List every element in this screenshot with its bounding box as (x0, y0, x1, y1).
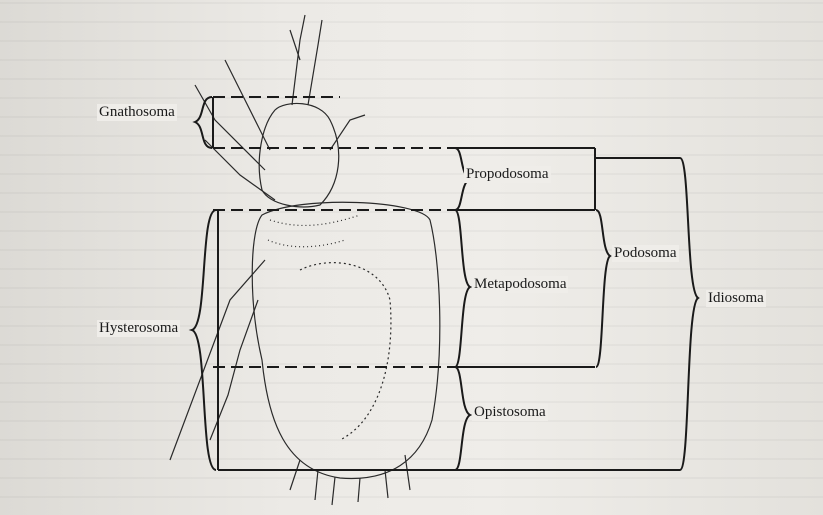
brace-metapodosoma (455, 210, 470, 367)
division-lines (213, 97, 455, 470)
label-propodosoma: Propodosoma (464, 166, 551, 183)
seta-4 (385, 470, 388, 498)
braces (192, 97, 470, 470)
brace-opistosoma (455, 367, 470, 470)
brace-hysterosoma (192, 210, 216, 470)
mite-illustration (170, 15, 440, 505)
seta-1 (315, 470, 318, 500)
seta-2 (332, 477, 335, 505)
label-idiosoma: Idiosoma (706, 290, 766, 307)
brace-idiosoma (680, 158, 698, 470)
label-opistosoma: Opistosoma (472, 404, 548, 421)
label-hysterosoma: Hysterosoma (97, 320, 180, 337)
label-gnathosoma: Gnathosoma (97, 104, 177, 121)
seta-3 (358, 478, 360, 502)
palp-right (308, 20, 322, 105)
gnathosoma-outline (259, 103, 338, 206)
label-metapodosoma: Metapodosoma (472, 276, 568, 293)
seta-6 (290, 460, 300, 490)
brace-gnathosoma (195, 97, 212, 148)
inner-lobe (300, 263, 391, 440)
brace-podosoma (596, 210, 610, 367)
palp-left (292, 15, 305, 105)
palp-branch (290, 30, 300, 60)
label-podosoma: Podosoma (612, 245, 679, 262)
idiosoma-bracket (455, 148, 698, 470)
